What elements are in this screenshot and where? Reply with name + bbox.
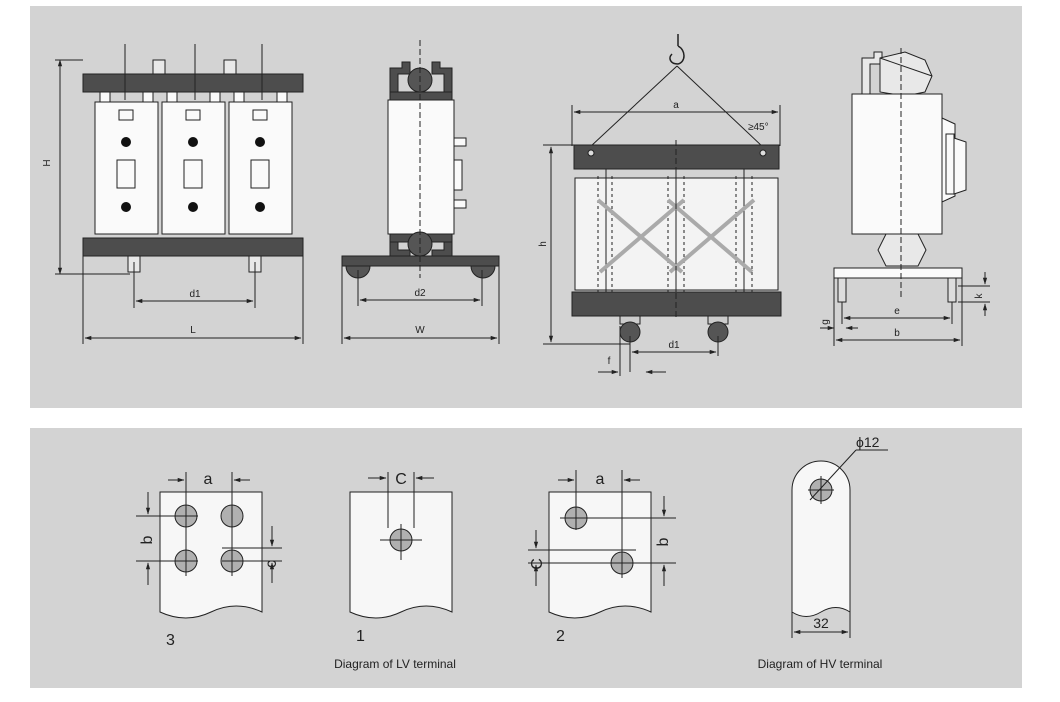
dim-h: h <box>538 241 549 247</box>
terminal-1-diagram <box>349 472 453 619</box>
dim-f: f <box>608 356 611 367</box>
bottom-clamp <box>82 237 304 257</box>
dim-b-end: b <box>894 328 900 339</box>
hv-terminal-diagram <box>791 449 888 638</box>
dim-d1-lifting: d1 <box>668 340 680 351</box>
side-coil <box>387 99 455 235</box>
hv-width: 32 <box>813 615 829 631</box>
hv-terminal-caption: Diagram of HV terminal <box>758 657 883 671</box>
lifting-hook <box>669 34 685 65</box>
coil-1 <box>94 101 159 235</box>
angle-label: ≥45° <box>748 122 769 133</box>
lv-terminal-caption: Diagram of LV terminal <box>334 657 456 671</box>
terminal-1-number: 1 <box>356 628 365 645</box>
terminal-2-dim-a: a <box>596 471 605 488</box>
dim-e: e <box>894 306 900 317</box>
dim-d1-front: d1 <box>189 289 201 300</box>
end-view <box>820 48 990 346</box>
dim-a-lifting: a <box>673 100 679 111</box>
top-clamp <box>82 73 304 93</box>
dim-g: g <box>820 319 831 325</box>
terminal-2-diagram <box>528 470 676 619</box>
top-yoke <box>573 144 780 170</box>
terminal-2-number: 2 <box>556 628 565 645</box>
terminal-3-number: 3 <box>166 632 175 649</box>
dim-k: k <box>974 293 985 299</box>
side-view <box>341 40 500 344</box>
dim-W: W <box>415 325 425 336</box>
terminal-2-dim-c: C <box>529 558 546 570</box>
terminal-3-dim-b: b <box>139 535 156 544</box>
lifting-view <box>543 34 782 376</box>
hv-hole-diameter: ϕ12 <box>856 434 880 450</box>
end-coil <box>851 93 943 235</box>
terminal-3-dim-c: c <box>263 560 280 568</box>
dim-d2: d2 <box>414 288 426 299</box>
terminal-1-dim-c: C <box>395 471 407 488</box>
terminal-2-dim-b: b <box>655 537 672 546</box>
front-view <box>55 44 304 344</box>
dim-L: L <box>190 325 196 336</box>
end-base <box>833 267 963 279</box>
terminal-3-diagram <box>136 472 282 619</box>
terminal-3-dim-a: a <box>204 471 213 488</box>
height-label-H: H <box>42 159 53 166</box>
